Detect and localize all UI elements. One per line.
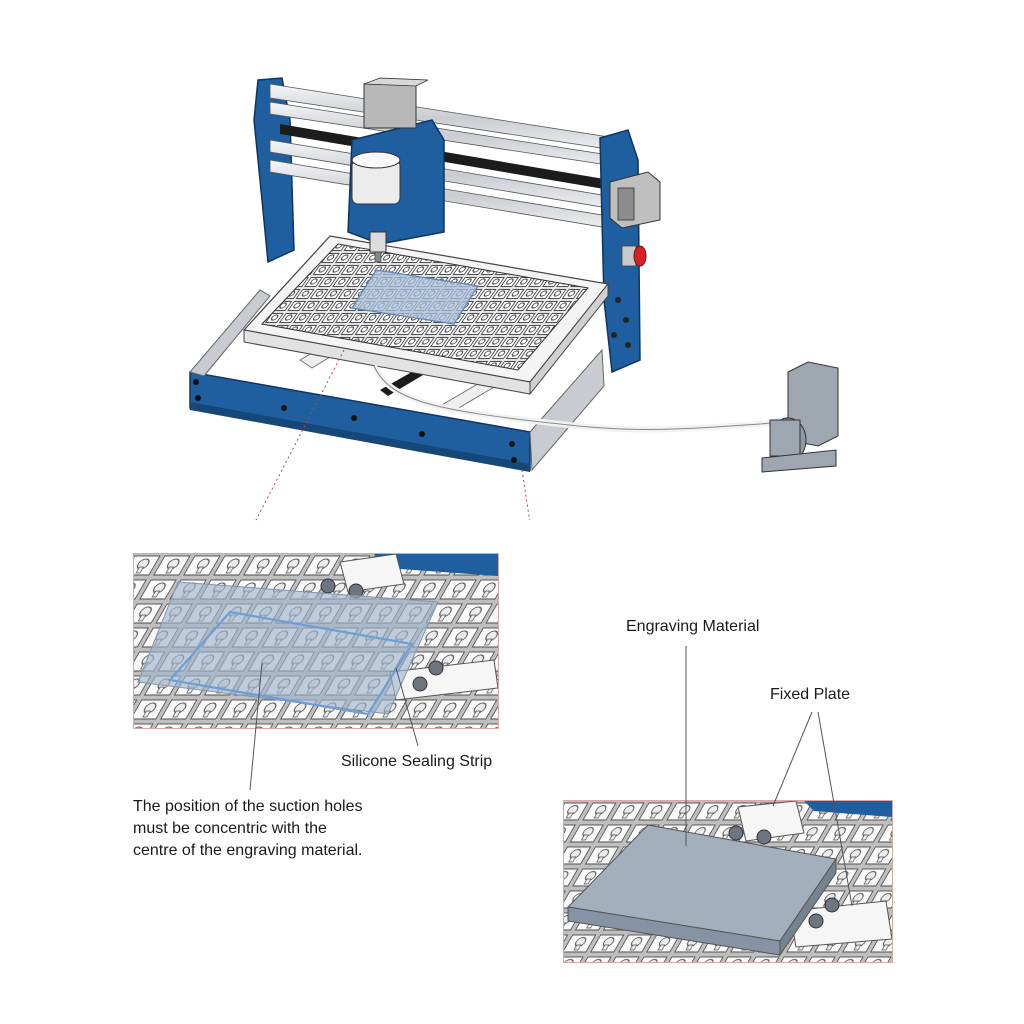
label-engraving-material: Engraving Material — [626, 618, 760, 635]
callout-line-left — [255, 349, 345, 520]
vacuum-pump — [761, 361, 839, 473]
engraving-material-block — [566, 824, 837, 957]
transparent-block — [137, 581, 439, 715]
screw-icon — [808, 913, 824, 929]
screw-icon — [428, 660, 444, 676]
inset-engraving-material — [563, 800, 893, 963]
screw-icon — [728, 825, 744, 841]
cnc-machine-drawing — [189, 77, 839, 520]
label-silicone-sealing-strip: Silicone Sealing Strip — [341, 753, 493, 770]
screw-icon — [824, 897, 840, 913]
vacuum-suction-table — [242, 235, 610, 396]
inset-sealing-drawing — [134, 554, 498, 728]
stepper-motor-y — [609, 171, 661, 229]
inset-material-drawing — [564, 801, 892, 962]
screw-icon — [756, 829, 772, 845]
suction-note-line-1: The position of the suction holes — [133, 798, 363, 815]
leader-fixed-plate-1 — [772, 711, 813, 807]
inset-sealing-strip — [133, 553, 499, 729]
z-carriage — [347, 77, 445, 263]
emergency-stop-button — [621, 245, 647, 267]
cnc-machine-illustration — [189, 77, 839, 520]
suction-note-line-3: centre of the engraving material. — [133, 842, 363, 859]
fixed-plate-top — [339, 554, 405, 593]
suction-note-line-2: must be concentric with the — [133, 820, 327, 837]
screw-icon — [412, 676, 428, 692]
front-frame — [189, 289, 605, 472]
label-fixed-plate: Fixed Plate — [770, 686, 851, 703]
label-suction-note: The position of the suction holes must b… — [133, 796, 433, 862]
screw-icon — [320, 578, 336, 594]
x-axis-rails — [269, 83, 629, 231]
silicone-sealing-strip — [167, 610, 414, 716]
callout-line-right — [521, 469, 531, 520]
